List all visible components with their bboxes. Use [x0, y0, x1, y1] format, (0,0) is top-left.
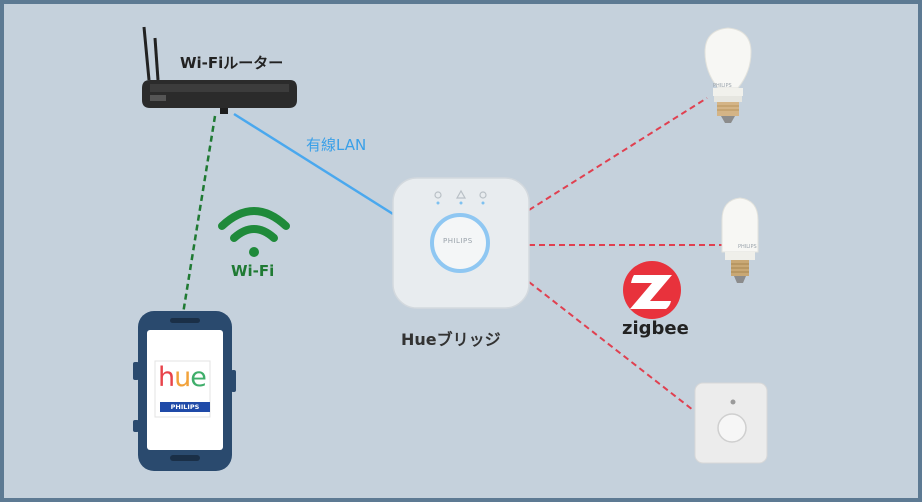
hue-app-brand: PHILIPS [160, 402, 210, 412]
bulb-1-brand-text: PHILIPS [713, 83, 732, 89]
bridge-brand-text: PHILIPS [443, 237, 473, 245]
hue-app-logo: hue [158, 362, 207, 393]
wired-lan-line [233, 112, 394, 216]
bulb-2-brand-text: PHILIPS [738, 244, 757, 250]
zigbee-line-bulb-1 [528, 97, 708, 211]
zigbee-line-sensor [528, 281, 694, 411]
router-label: Wi-Fiルーター [180, 54, 284, 72]
wifi-icon [218, 207, 290, 257]
hue-logo-letter-u: u [174, 362, 191, 393]
hue-logo-letter-e: e [190, 362, 207, 393]
bulb-icon-1 [704, 27, 752, 123]
hue-logo-letter-h: h [158, 362, 175, 393]
wired-lan-label: 有線LAN [306, 136, 367, 154]
bulb-icon-2 [721, 197, 759, 283]
router-icon [142, 26, 297, 114]
bridge-label: Hueブリッジ [401, 330, 501, 349]
hue-bridge-icon [392, 177, 530, 309]
wifi-connection-line [180, 115, 217, 321]
motion-sensor-icon [694, 382, 768, 464]
zigbee-label: zigbee [622, 318, 689, 339]
zigbee-logo-icon [623, 261, 681, 319]
wifi-label: Wi-Fi [231, 262, 275, 280]
